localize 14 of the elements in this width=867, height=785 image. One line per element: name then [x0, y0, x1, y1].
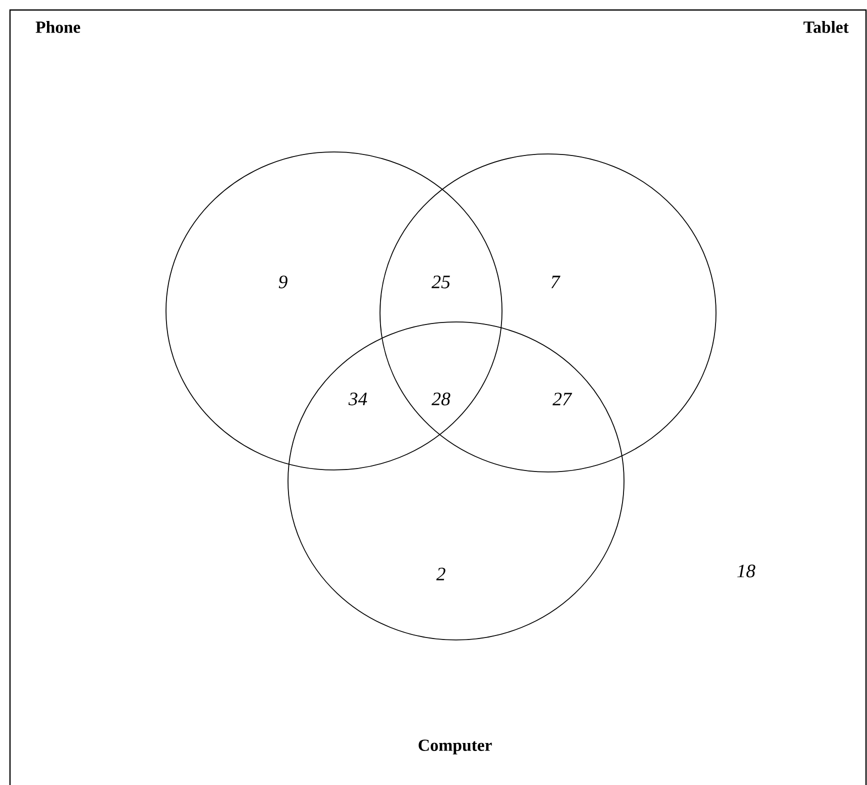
region-count: 18 [737, 564, 756, 578]
region-count: 9 [278, 276, 288, 288]
region-count: 28 [432, 392, 450, 406]
region-count: 34 [348, 392, 368, 406]
region-count: 7 [551, 276, 560, 288]
set-circle [380, 154, 716, 472]
set-label: Tablet [804, 21, 849, 33]
region-count: 2 [436, 568, 446, 580]
set-label: Phone [36, 21, 80, 33]
set-circle [166, 152, 502, 470]
set-label: Computer [418, 740, 492, 754]
set-circle [288, 322, 624, 640]
region-count: 25 [432, 276, 450, 288]
region-count: 27 [552, 392, 572, 406]
